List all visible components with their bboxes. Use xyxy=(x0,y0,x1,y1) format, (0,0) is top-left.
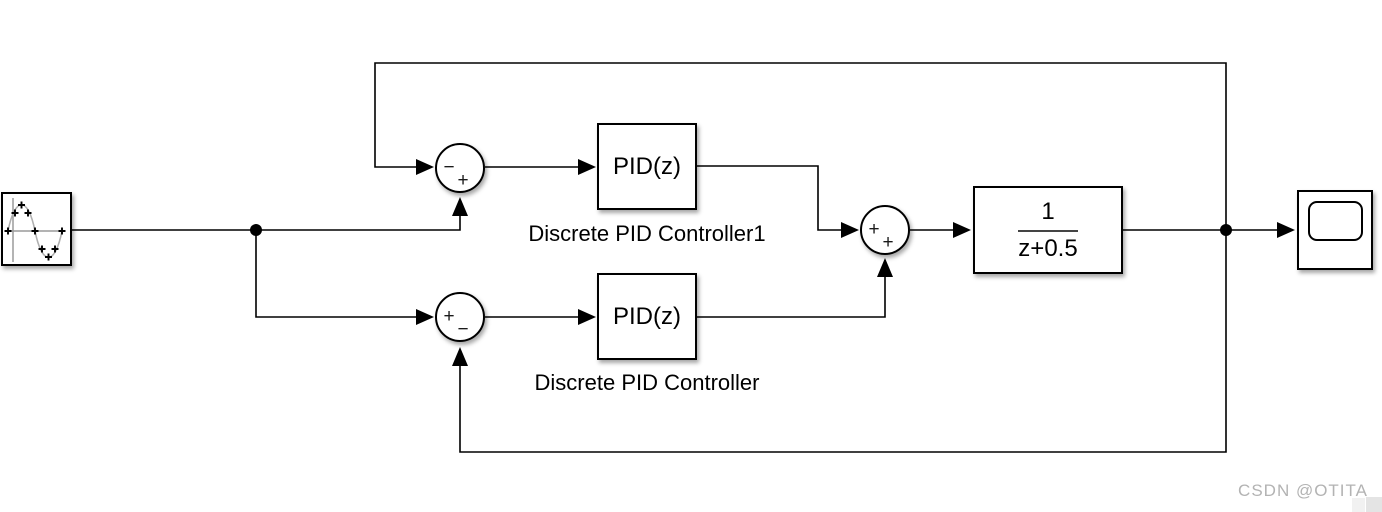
arrow-head-icon xyxy=(578,309,596,325)
wire-pid1-out[interactable] xyxy=(697,165,841,231)
wire-source[interactable] xyxy=(72,216,461,231)
watermark-text: CSDN @OTITA xyxy=(1238,481,1368,500)
wire-sum-mix-to-plant xyxy=(910,222,971,238)
arrow-head-icon xyxy=(1277,222,1295,238)
sum-block-mix[interactable]: + + xyxy=(860,205,910,255)
wire-branch-to-sum-bottom xyxy=(255,230,434,325)
sum-bottom-west-sign: + xyxy=(443,306,455,327)
pid1-block-text: PID(z) xyxy=(613,152,681,180)
arrow-head-icon xyxy=(841,222,859,238)
wire-feedback-bottom xyxy=(452,230,1227,453)
wire-source-to-sum-top xyxy=(72,197,468,236)
watermark-decoration-square xyxy=(1352,498,1365,512)
wire-sum-bottom-to-pid2 xyxy=(485,309,596,325)
wire-feedback-top xyxy=(374,62,1227,230)
wire-feedback-top-line[interactable] xyxy=(374,62,1227,230)
wire-branch[interactable] xyxy=(255,230,416,318)
scope-block[interactable] xyxy=(1297,190,1373,270)
sum-mix-south-sign: + xyxy=(882,232,894,253)
sine-wave-source-block[interactable] xyxy=(1,192,72,266)
sine-wave-icon xyxy=(3,194,70,264)
wire-feedback-bottom-line[interactable] xyxy=(459,230,1227,453)
discrete-pid-controller1-block[interactable]: PID(z) xyxy=(597,123,697,210)
watermark-decoration-square xyxy=(1366,497,1382,512)
arrow-head-icon xyxy=(578,159,596,175)
sum-block-top[interactable]: − + xyxy=(435,143,485,193)
transfer-function-numerator: 1 xyxy=(1041,197,1055,225)
discrete-pid-controller-label[interactable]: Discrete PID Controller xyxy=(534,370,760,395)
pid2-block-text: PID(z) xyxy=(613,302,681,330)
sum-top-west-sign: − xyxy=(443,157,455,178)
sum-block-bottom[interactable]: + − xyxy=(435,292,485,342)
wire-pid2-out[interactable] xyxy=(697,277,886,318)
arrow-head-icon xyxy=(416,159,434,175)
sum-top-south-sign: + xyxy=(457,170,469,191)
fraction-line xyxy=(1018,229,1078,232)
wire-pid1-to-sum-mix xyxy=(697,165,859,238)
arrow-head-icon xyxy=(452,347,468,366)
wire-plant-to-scope xyxy=(1123,222,1295,238)
scope-screen-icon xyxy=(1308,201,1363,241)
arrow-head-icon xyxy=(877,258,893,277)
transfer-function-block[interactable]: 1 z+0.5 xyxy=(973,186,1123,274)
sum-mix-west-sign: + xyxy=(868,219,880,240)
discrete-pid-controller1-label[interactable]: Discrete PID Controller1 xyxy=(528,221,766,246)
wire-sum-top-to-pid1 xyxy=(485,159,596,175)
sum-bottom-south-sign: − xyxy=(457,319,469,340)
arrow-head-icon xyxy=(953,222,971,238)
discrete-pid-controller-block[interactable]: PID(z) xyxy=(597,273,697,360)
wire-pid2-to-sum-mix xyxy=(697,258,893,318)
arrow-head-icon xyxy=(416,309,434,325)
arrow-head-icon xyxy=(452,197,468,216)
transfer-function-denominator: z+0.5 xyxy=(1018,234,1078,262)
